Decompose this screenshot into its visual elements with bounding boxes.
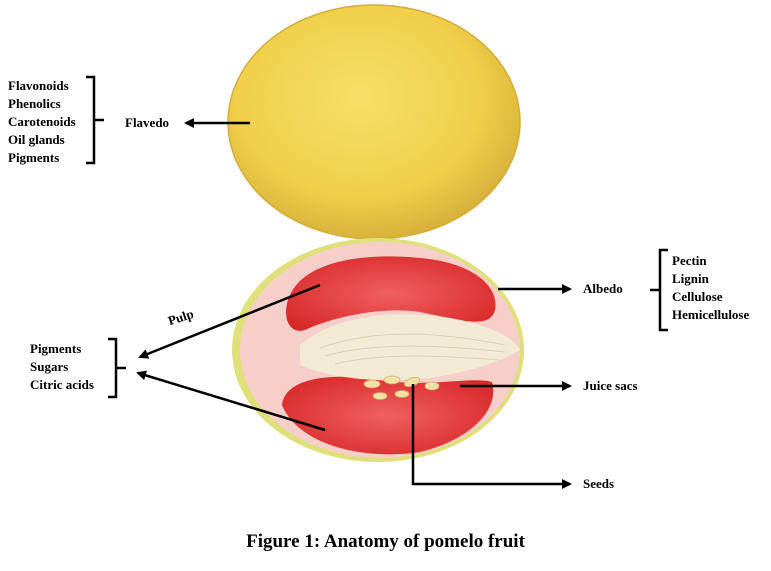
flavedo-component: Pigments [8,150,60,165]
seeds-arrow [411,384,572,489]
albedo-component: Lignin [672,271,709,286]
flavedo-component: Flavonoids [8,78,69,93]
juice-sacs-label: Juice sacs [583,378,638,393]
upper-segment [285,256,496,331]
albedo-components-list: Pectin Lignin Cellulose Hemicellulose [672,252,749,324]
albedo-component: Pectin [672,253,707,268]
albedo-bracket [650,248,668,332]
pulp-bracket [108,337,126,399]
pulp-component: Sugars [30,359,69,374]
flavedo-component: Oil glands [8,132,65,147]
pulp-components-list: Pigments Sugars Citric acids [30,340,94,394]
whole-pomelo [227,4,521,240]
flavedo-label: Flavedo [125,115,170,130]
lower-segment [282,376,494,455]
pulp-arrow-upper [138,283,321,359]
seeds-label: Seeds [583,476,615,491]
flavedo-component: Phenolics [8,96,61,111]
albedo-component: Hemicellulose [672,307,750,322]
flavedo-bracket [86,75,104,165]
albedo-component: Cellulose [672,289,723,304]
pulp-component: Pigments [30,341,82,356]
pulp-arrow-lower [136,370,326,432]
flavedo-components-list: Flavonoids Phenolics Carotenoids Oil gla… [8,77,76,167]
cut-pomelo [232,238,524,462]
flavedo-component: Carotenoids [8,114,76,129]
albedo-label: Albedo [583,281,623,296]
central-core [300,314,520,381]
pulp-component: Citric acids [30,377,94,392]
seeds-cluster [363,375,440,400]
figure-caption: Figure 1: Anatomy of pomelo fruit [246,531,525,552]
